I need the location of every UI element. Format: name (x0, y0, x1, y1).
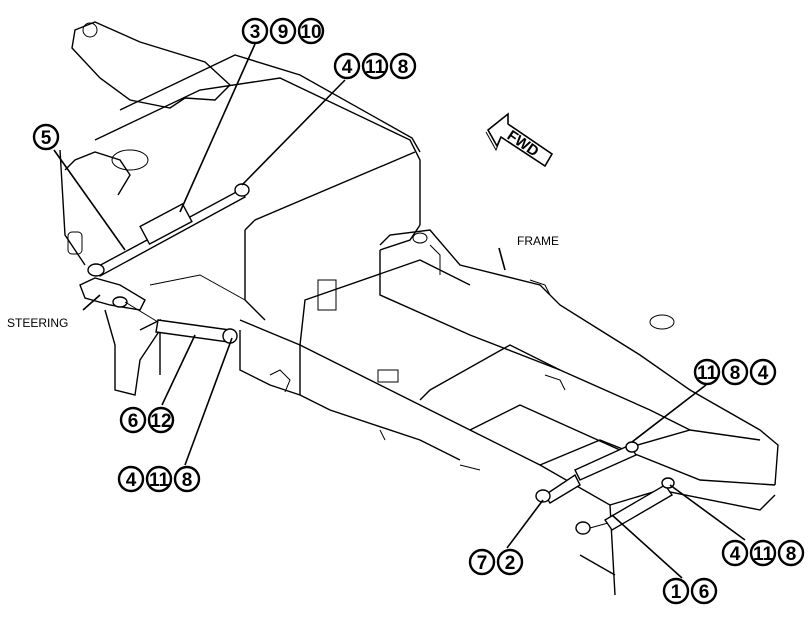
callout-number: 12 (150, 411, 171, 432)
callout-5: 5 (32, 123, 60, 151)
callout-number: 8 (398, 57, 409, 78)
callout-7-2: 7 2 (468, 548, 524, 576)
callout-4-11-8-right: 4 11 8 (721, 539, 805, 567)
callout-number: 4 (126, 470, 137, 491)
callout-number: 4 (758, 363, 769, 384)
leader-lines (53, 43, 746, 579)
callout-number: 11 (753, 544, 774, 565)
callout-number: 11 (149, 470, 170, 491)
callout-number: 3 (250, 22, 261, 43)
callout-number: 4 (342, 57, 353, 78)
callout-1-6: 1 6 (662, 577, 718, 605)
frame-label: FRAME (517, 234, 559, 248)
callout-number: 6 (128, 411, 139, 432)
callout-4-11-8-top: 4 11 8 (333, 52, 417, 80)
callout-number: 10 (300, 22, 321, 43)
callout-number: 11 (697, 363, 718, 384)
forward-arrow-icon: FWD (485, 112, 554, 168)
callout-number: 9 (278, 22, 289, 43)
callout-number: 8 (730, 363, 741, 384)
steering-label: STEERING (7, 316, 68, 330)
callout-number: 4 (730, 544, 741, 565)
callout-3-9-10: 3 9 10 (241, 17, 325, 45)
callout-number: 7 (477, 553, 488, 574)
machine-drawing (59, 21, 779, 596)
callout-6-12: 6 12 (119, 406, 175, 434)
callout-number: 2 (505, 553, 516, 574)
callout-number: 1 (671, 582, 682, 603)
callout-number: 6 (699, 582, 710, 603)
callout-number: 8 (182, 470, 193, 491)
callout-number: 8 (786, 544, 797, 565)
callout-number: 5 (41, 128, 52, 149)
callout-11-8-4-right: 11 8 4 (693, 358, 777, 386)
callout-4-11-8-left: 4 11 8 (117, 465, 201, 493)
callout-number: 11 (365, 57, 386, 78)
